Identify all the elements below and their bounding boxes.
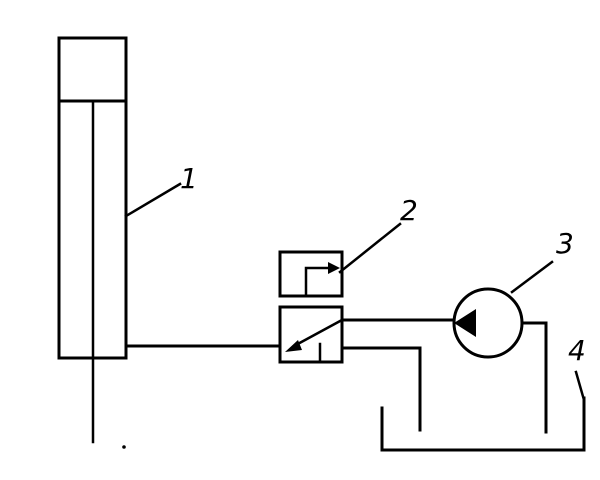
valve-upper-section: [278, 250, 344, 298]
leader-line-2: [338, 222, 402, 274]
valve-lower-section: [278, 305, 344, 364]
callout-cylinder: 1: [180, 162, 198, 195]
valve-upper-arrow-icon: [328, 262, 340, 274]
callout-pump: 3: [556, 227, 574, 260]
return-pipe-to-tank: [340, 346, 422, 432]
directional-valve: [278, 250, 344, 364]
leader-line-1: [124, 182, 182, 218]
suction-pipe: [520, 321, 548, 434]
stray-dot: [122, 445, 126, 449]
valve-lower-arrow-icon: [285, 340, 302, 352]
callout-tank: 4: [568, 334, 586, 367]
callout-valve: 2: [400, 194, 418, 227]
pump-direction-triangle-icon: [454, 309, 476, 337]
leader-line-3: [510, 260, 554, 294]
pump: [452, 287, 524, 359]
tank: [380, 396, 586, 452]
hydraulic-cylinder: [57, 36, 128, 444]
valve-lower-flow-line: [292, 318, 344, 348]
valve-upper-flow-line: [304, 266, 334, 298]
tank-wall-tip: [574, 370, 586, 402]
